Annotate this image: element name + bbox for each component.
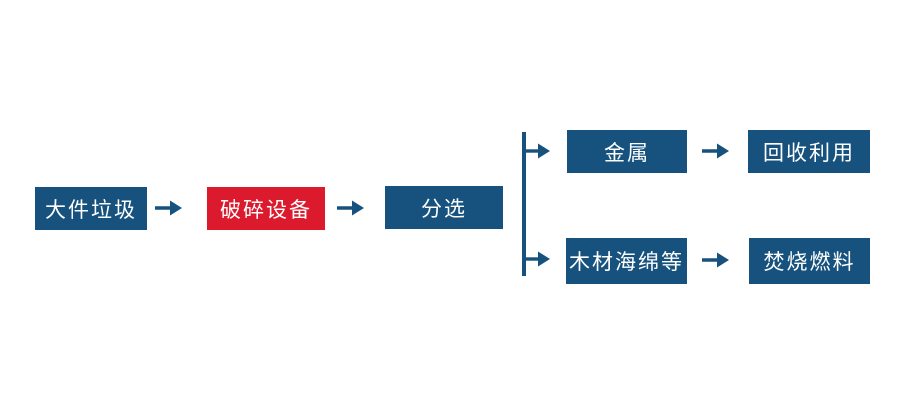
branch-arrow-bottom-icon bbox=[525, 249, 551, 269]
flow-node-recycling: 回收利用 bbox=[748, 130, 870, 173]
branch-arrow-top-icon bbox=[525, 141, 551, 161]
flow-node-sorting: 分选 bbox=[385, 186, 503, 229]
branch-connector-line bbox=[522, 132, 526, 276]
flow-node-wood-sponge: 木材海绵等 bbox=[566, 238, 687, 284]
flow-node-metal: 金属 bbox=[567, 130, 687, 173]
flow-node-incineration-fuel: 焚烧燃料 bbox=[749, 238, 870, 284]
right-arrow-icon bbox=[702, 141, 730, 161]
right-arrow-icon bbox=[337, 198, 365, 218]
right-arrow-icon bbox=[702, 250, 730, 270]
flow-node-bulky-waste: 大件垃圾 bbox=[35, 187, 147, 230]
flow-node-crushing-equipment: 破碎设备 bbox=[207, 187, 325, 230]
right-arrow-icon bbox=[155, 198, 183, 218]
